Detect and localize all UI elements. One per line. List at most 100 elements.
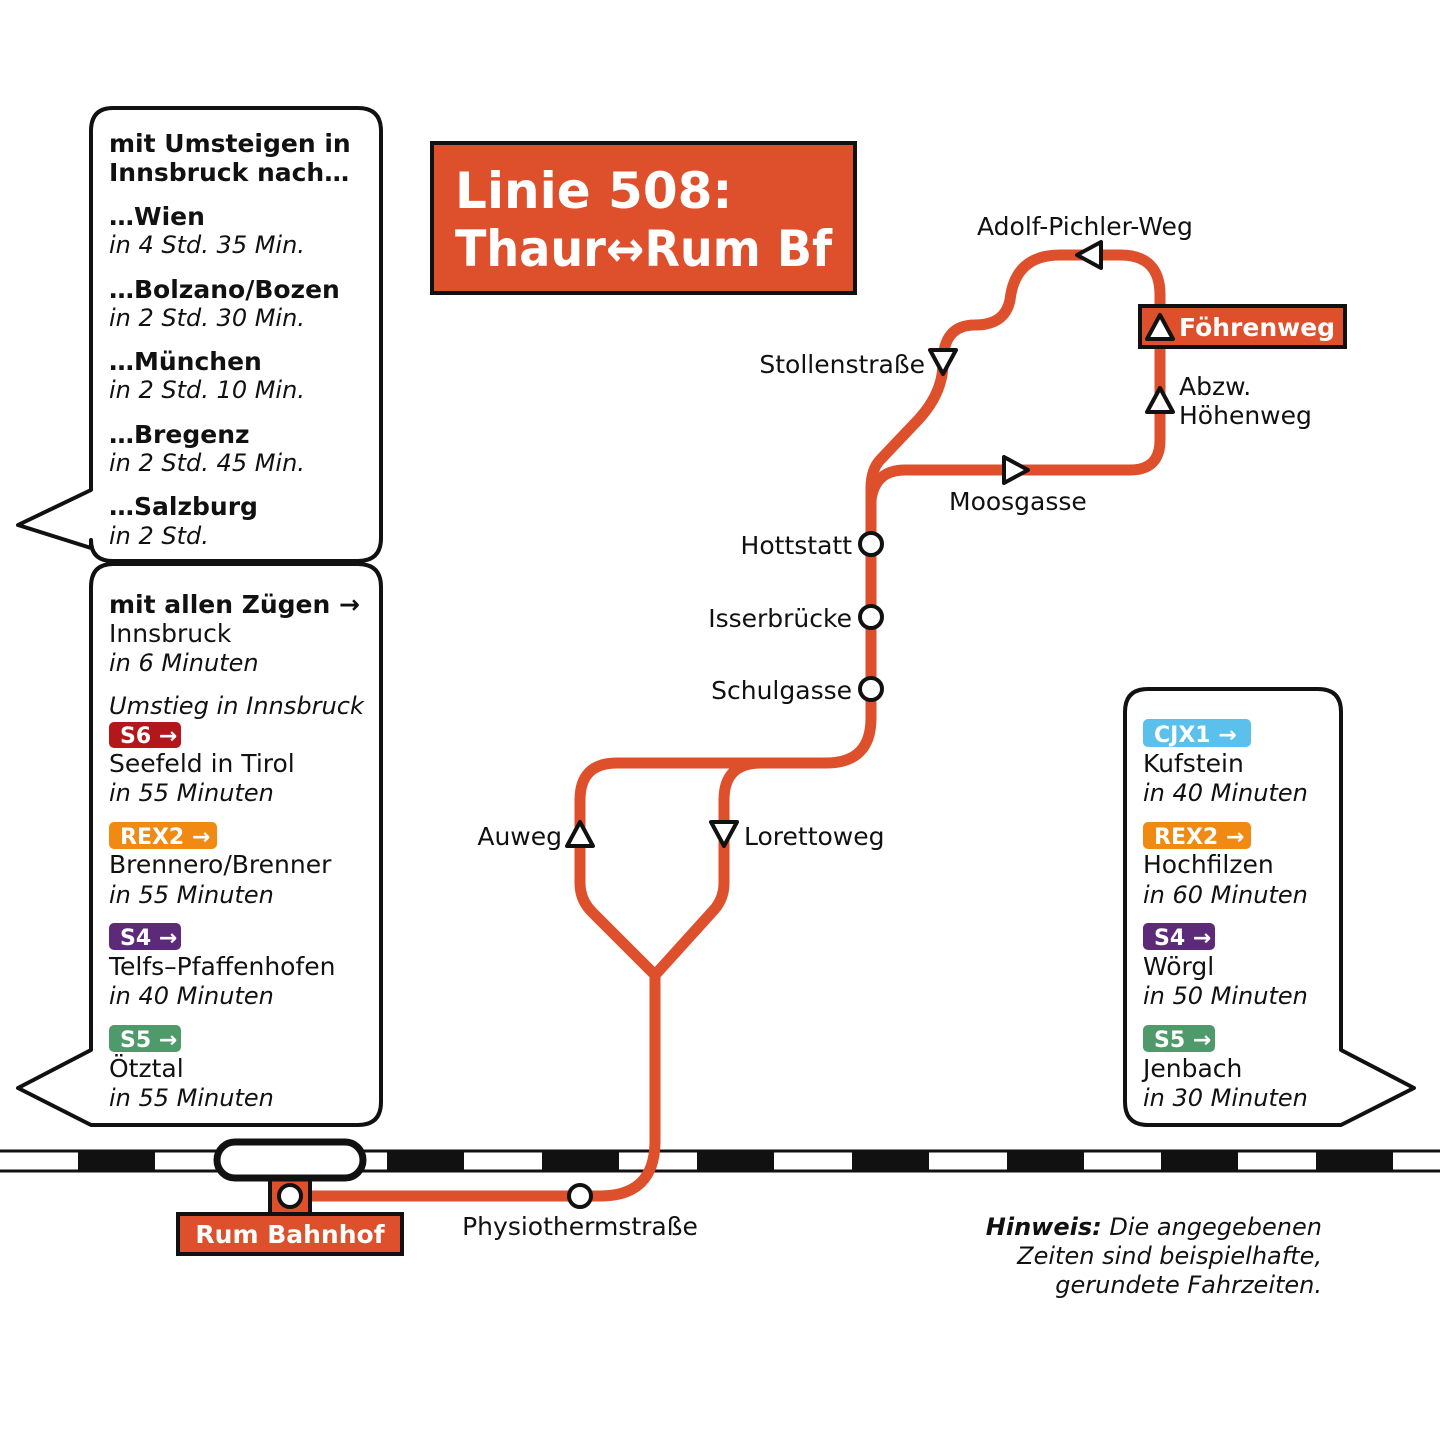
dest-wien: …Wien: [109, 202, 205, 231]
stop-marker-abzw: [1145, 386, 1175, 414]
track-tie: [852, 1151, 929, 1171]
dest-seefeld: Seefeld in Tirol: [109, 749, 295, 778]
route-segment-auweg-branch: [574, 712, 877, 981]
note-line2: Zeiten sind beispielhafte,: [1016, 1242, 1322, 1270]
badge-s5-east-label: S5 →: [1154, 1028, 1211, 1053]
badge-rex2-label: REX2 →: [120, 825, 210, 850]
badge-s4-east: [1143, 923, 1215, 950]
stop-label-moosgasse: Moosgasse: [949, 487, 1087, 516]
badge-rex2-east: [1143, 822, 1251, 849]
badge-rex2-east-label: REX2 →: [1154, 825, 1244, 850]
line-number-title: Linie 508:: [455, 162, 732, 220]
stop-label-auweg: Auweg: [477, 822, 562, 851]
track-tie: [1316, 1151, 1393, 1171]
line-title-box: Linie 508: Thaur↔Rum Bf: [430, 141, 857, 295]
stop-marker-physio: [567, 1183, 593, 1209]
badge-rex2: [109, 822, 217, 849]
track-tie: [78, 1151, 155, 1171]
stop-label-foehrenweg: Föhrenweg: [1179, 313, 1335, 342]
stop-label-physio: Physiothermstraße: [462, 1212, 698, 1241]
stop-marker-foehrenweg: [1145, 313, 1175, 341]
route-segment-loretto-branch: [649, 757, 767, 981]
stop-label-stollen: Stollenstraße: [759, 350, 925, 379]
time-muenchen: in 2 Std. 10 Min.: [109, 376, 305, 404]
dest-bozen: …Bolzano/Bozen: [109, 275, 340, 304]
station-foehrenweg: Föhrenweg: [1138, 304, 1347, 349]
stop-label-schulgasse: Schulgasse: [711, 676, 852, 705]
badge-s6-label: S6 →: [120, 724, 177, 749]
callout-title-line2: Innsbruck nach…: [109, 158, 349, 187]
stop-marker-adolf: [1075, 240, 1103, 270]
dest-muenchen: …München: [109, 347, 262, 376]
time-telfs: in 40 Minuten: [109, 982, 274, 1010]
station-rum-bahnhof: Rum Bahnhof: [176, 1138, 404, 1256]
stop-marker-loretto: [709, 820, 739, 848]
time-bozen: in 2 Std. 30 Min.: [109, 304, 305, 332]
dest-jenbach: Jenbach: [1141, 1054, 1242, 1083]
badge-s6: [109, 722, 181, 748]
time-innsbruck: in 6 Minuten: [109, 649, 259, 677]
stop-labels: Adolf-Pichler-Weg Abzw. Höhenweg Stollen…: [462, 212, 1312, 1241]
stop-label-adolf: Adolf-Pichler-Weg: [977, 212, 1193, 241]
stop-label-loretto: Lorettoweg: [744, 822, 885, 851]
dest-brenner: Brennero/Brenner: [109, 850, 332, 879]
platform-icon: [213, 1138, 367, 1182]
note-line1: Hinweis: Die angegebenen: [986, 1213, 1322, 1241]
stop-marker-moosgasse: [1002, 455, 1030, 485]
route-line: [286, 249, 1166, 1202]
note-bold: Hinweis:: [986, 1213, 1102, 1241]
stop-label-hottstatt: Hottstatt: [741, 531, 853, 560]
badge-s4-label: S4 →: [120, 926, 177, 951]
time-oetztal: in 55 Minuten: [109, 1084, 274, 1112]
time-seefeld: in 55 Minuten: [109, 779, 274, 807]
badge-s5-label: S5 →: [120, 1028, 177, 1053]
stop-marker-isser: [858, 604, 884, 630]
stop-marker-rum: [277, 1183, 303, 1209]
stop-marker-auweg: [565, 820, 595, 848]
route-segment-rum-physio: [286, 969, 661, 1202]
badge-s5: [109, 1025, 181, 1052]
stop-marker-schulgasse: [858, 676, 884, 702]
track-tie: [1161, 1151, 1238, 1171]
badge-s4: [109, 923, 181, 950]
dest-salzburg: …Salzburg: [109, 492, 258, 521]
track-tie: [697, 1151, 774, 1171]
route-segment-main: [865, 249, 1166, 724]
dest-telfs: Telfs–Pfaffenhofen: [108, 952, 336, 981]
line-route-title: Thaur↔Rum Bf: [455, 220, 833, 278]
time-woergl: in 50 Minuten: [1143, 982, 1308, 1010]
time-bregenz: in 2 Std. 45 Min.: [109, 449, 305, 477]
track-tie: [542, 1151, 619, 1171]
stop-label-isser: Isserbrücke: [708, 604, 852, 633]
callout-connections-via-innsbruck: mit Umsteigen in Innsbruck nach… …Wien i…: [16, 106, 383, 563]
stop-label-abzw-1: Abzw.: [1179, 372, 1251, 401]
time-brenner: in 55 Minuten: [109, 881, 274, 909]
badge-s5-east: [1143, 1025, 1215, 1052]
time-hochfilzen: in 60 Minuten: [1143, 881, 1308, 909]
stop-marker-hottstatt: [858, 531, 884, 557]
dest-oetztal: Ötztal: [109, 1054, 184, 1083]
stop-markers: [565, 240, 1175, 1209]
badge-s4-east-label: S4 →: [1154, 926, 1211, 951]
callout-title-line1: mit Umsteigen in: [109, 129, 351, 158]
callout-trains-east: CJX1 → Kufstein in 40 Minuten REX2 → Hoc…: [1123, 687, 1416, 1127]
stop-label-rum: Rum Bahnhof: [195, 1220, 385, 1249]
time-jenbach: in 30 Minuten: [1143, 1084, 1308, 1112]
dest-hochfilzen: Hochfilzen: [1143, 850, 1274, 879]
dest-innsbruck: Innsbruck: [109, 619, 232, 648]
stop-marker-stollen: [928, 348, 958, 376]
note: Hinweis: Die angegebenen Zeiten sind bei…: [986, 1213, 1322, 1299]
callout-trains-innsbruck: mit allen Zügen → Innsbruck in 6 Minuten…: [16, 562, 383, 1127]
badge-cjx1-label: CJX1 →: [1154, 723, 1237, 748]
dest-woergl: Wörgl: [1143, 952, 1214, 981]
time-salzburg: in 2 Std.: [109, 522, 209, 550]
transfer-heading: Umstieg in Innsbruck: [109, 692, 365, 720]
all-trains-heading: mit allen Zügen →: [109, 590, 360, 619]
dest-kufstein: Kufstein: [1143, 749, 1244, 778]
badge-cjx1: [1143, 719, 1251, 747]
track-tie: [387, 1151, 464, 1171]
note-line3: gerundete Fahrzeiten.: [1055, 1271, 1322, 1299]
track-tie: [1007, 1151, 1084, 1171]
time-wien: in 4 Std. 35 Min.: [109, 231, 305, 259]
